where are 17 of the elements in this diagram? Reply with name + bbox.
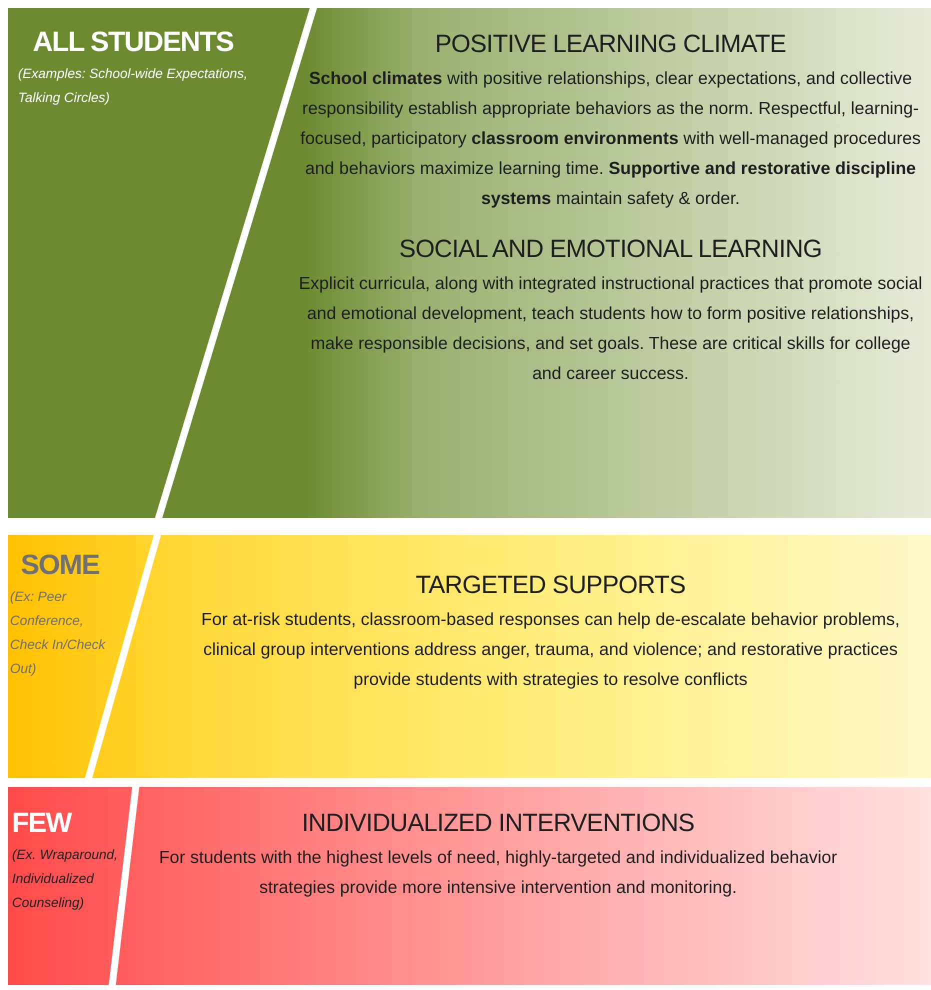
- tier-band: [8, 535, 931, 778]
- tier-label: ALL STUDENTS: [32, 26, 234, 58]
- tier-label: FEW: [12, 807, 73, 839]
- section-text: Explicit curricula, along with integrated instructional practices that promote social and emotional development, teach students how to form positive relationships, make responsible decisions, and set goals. These are critical skills for college and career success.: [298, 272, 923, 385]
- tier-band: [8, 787, 931, 985]
- examples-note: (Examples: School-wide Expectations, Talking Circles): [18, 65, 248, 107]
- section-text: For students with the highest levels of need, highly-targeted and individualized behavior strategies provide more intensive intervention and monitoring.: [158, 846, 838, 899]
- section-heading: SOCIAL AND EMOTIONAL LEARNING: [399, 235, 822, 264]
- tier-label: SOME: [20, 549, 100, 581]
- examples-note: (Ex: Peer Conference, Check In/Check Out): [10, 588, 106, 678]
- section-heading: POSITIVE LEARNING CLIMATE: [434, 30, 786, 59]
- section-text: School climates with positive relationships, clear expectations, and collective responsibility establish appropriate behaviors as the norm. Respectful, learning-focused, participatory classroom environments with well-managed procedures and behaviors maximize learning time. Supportive and restorative discipline systems maintain safety & order.: [299, 67, 922, 210]
- examples-note: (Ex. Wraparound, Individualized Counseling): [12, 846, 119, 912]
- section-heading: INDIVIDUALIZED INTERVENTIONS: [302, 809, 694, 838]
- tier-band: [8, 8, 931, 518]
- section-heading: TARGETED SUPPORTS: [416, 571, 686, 600]
- section-text: For at-risk students, classroom-based responses can help de-escalate behavior problems, clinical group interventions address anger, trauma, and violence; and restorative practices provide students with strategies to resolve conflicts: [200, 608, 901, 691]
